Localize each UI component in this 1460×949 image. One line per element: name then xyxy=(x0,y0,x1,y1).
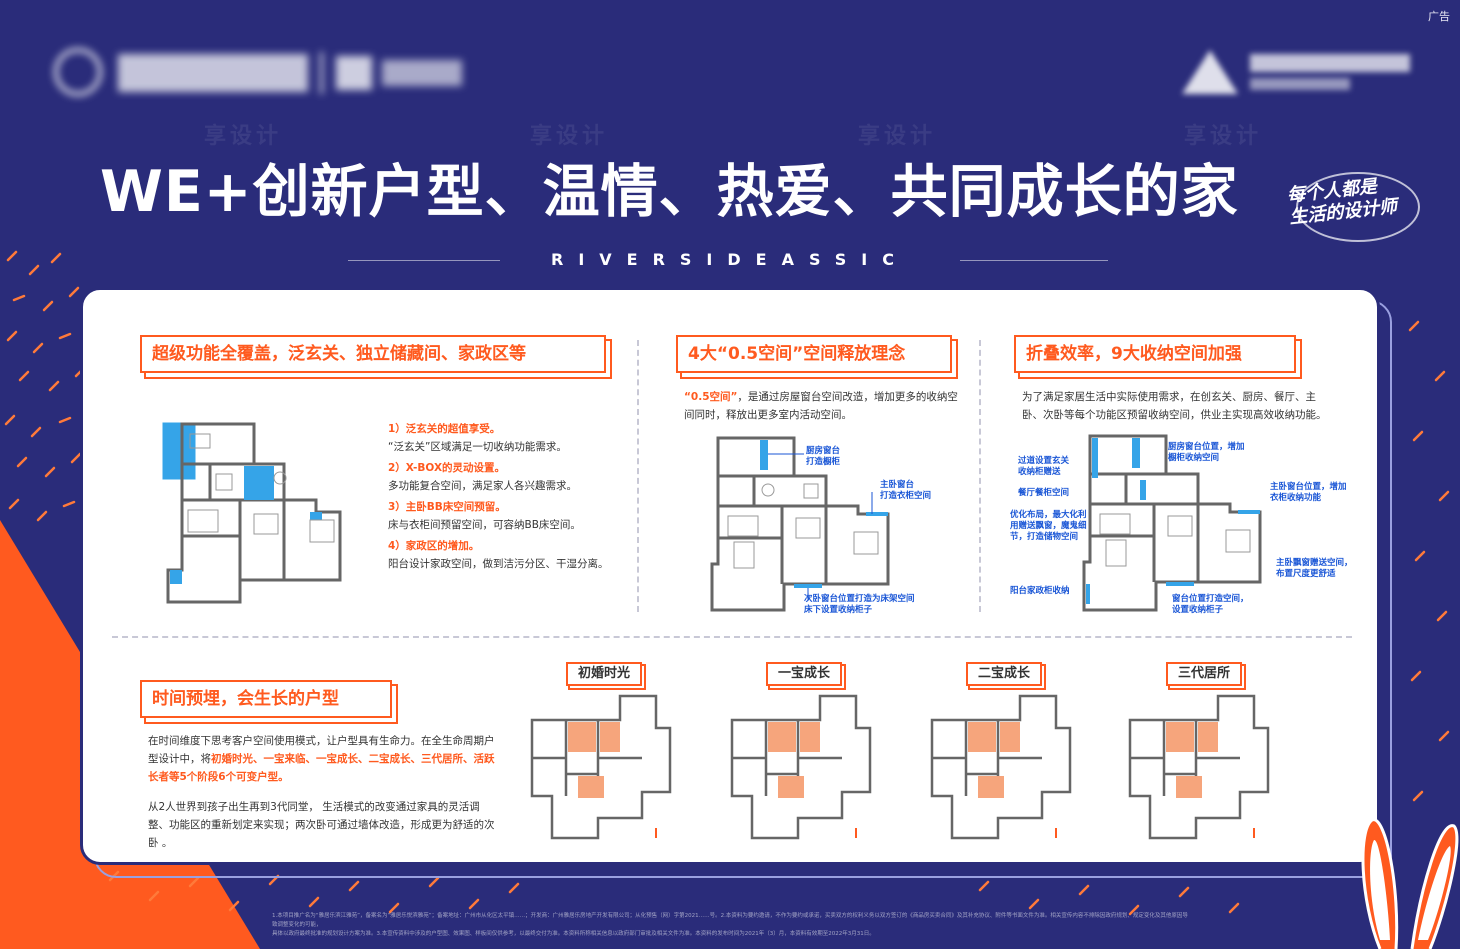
callout-line: 衣柜收纳功能 xyxy=(1270,493,1322,503)
stage-plan-4 xyxy=(1128,694,1270,840)
growing-para-1: 在时间维度下思考客户空间使用模式，让户型具有生命力。在全生命周期户型设计中，将初… xyxy=(148,732,496,786)
dash-pattern-left xyxy=(4,250,86,522)
dash-pattern-bottom-right xyxy=(978,880,1240,916)
section-title-half-space: 4大“0.5空间”空间释放理念 xyxy=(676,335,952,373)
dash-pattern-bottom xyxy=(108,870,520,914)
divider xyxy=(112,636,1352,638)
slogan-ring xyxy=(1296,172,1420,242)
divider xyxy=(637,340,639,612)
callout-line: 主卧窗台 xyxy=(880,480,915,490)
point-body: 阳台设计家政空间，做到洁污分区、干湿分离。 xyxy=(388,558,609,570)
intro-highlight: “0.5空间” xyxy=(684,391,738,403)
callout-line: 打造橱柜 xyxy=(806,457,841,467)
stage-plan-1 xyxy=(530,694,672,840)
callout-line: 用赠送飘窗，魔鬼细 xyxy=(1010,521,1087,531)
point-title: 1）泛玄关的超值享受。 xyxy=(388,423,501,435)
para-text: 在时间维度下思考客户空间使用模式，让户型具有生命力。在全生命周期户型设计中，将 xyxy=(148,735,495,765)
disclaimer-line: 1.本项目推广名为“雅居乐滨江雅苑”，备案名为“雅居乐悦滨雅苑”；备案地址：广州… xyxy=(272,913,1188,928)
watermark: 享设计 xyxy=(1184,124,1263,149)
callout-line: 厨房窗台位置，增加 xyxy=(1168,442,1245,452)
watermark: 享设计 xyxy=(530,124,609,149)
stage-label: 二宝成长 xyxy=(966,662,1042,686)
function-points: 1）泛玄关的超值享受。 “泛玄关”区域满足一切收纳功能需求。 2）X-BOX的灵… xyxy=(388,420,628,573)
dash-pattern-right xyxy=(1408,320,1450,802)
callout: 主卧窗台位置，增加 衣柜收纳功能 xyxy=(1270,482,1347,504)
point-body: 多功能复合空间，满足家人各兴趣需求。 xyxy=(388,480,577,492)
page-title: WE+创新户型、温情、热爱、共同成长的家 xyxy=(100,159,1239,225)
disclaimer-line: 具体以政府最终批准的规划设计方案为准。3.本宣传资料中涉及的户型图、效果图、样板… xyxy=(272,931,875,937)
callout-line: 优化布局，最大化利 xyxy=(1010,510,1087,520)
callout-line: 窗台位置打造空间， xyxy=(1172,594,1249,604)
stage-label: 初婚时光 xyxy=(566,662,642,686)
stage-label: 一宝成长 xyxy=(766,662,842,686)
half-space-intro: “0.5空间”，是通过房屋窗台空间改造，增加更多的收纳空间同时，释放出更多室内活… xyxy=(684,388,966,424)
callout-line: 主卧窗台位置，增加 xyxy=(1270,482,1347,492)
callout: 过道设置玄关 收纳柜赠送 xyxy=(1018,456,1069,478)
watermark: 享设计 xyxy=(858,124,937,149)
callout-line: 打造衣柜空间 xyxy=(880,491,932,501)
point-body: “泛玄关”区域满足一切收纳功能需求。 xyxy=(388,441,567,453)
growing-para-2: 从2人世界到孩子出生再到3代同堂， 生活模式的改变通过家具的灵活调整、功能区的重… xyxy=(148,801,495,849)
intro-text: ，是通过房屋窗台空间改造，增加更多的收纳空间同时，释放出更多室内活动空间。 xyxy=(684,391,958,421)
callout-line: 设置收纳柜子 xyxy=(1172,605,1224,615)
developer-logo-left xyxy=(54,48,462,96)
watermark: 享设计 xyxy=(204,124,283,149)
callout: 阳台家政柜收纳 xyxy=(1010,586,1070,597)
legal-disclaimer: 1.本项目推广名为“雅居乐滨江雅苑”，备案名为“雅居乐悦滨雅苑”；备案地址：广州… xyxy=(272,912,1192,939)
callout-line: 收纳柜赠送 xyxy=(1018,467,1061,477)
stage-plan-2 xyxy=(730,694,872,840)
callout: 次卧窗台位置打造为床架空间 床下设置收纳柜子 xyxy=(804,594,915,616)
bunny-ears-decor xyxy=(1361,818,1459,949)
divider xyxy=(979,340,981,612)
callout-line: 阳台家政柜收纳 xyxy=(1010,586,1070,596)
callout: 厨房窗台位置，增加 橱柜收纳空间 xyxy=(1168,442,1245,464)
callout-line: 床下设置收纳柜子 xyxy=(804,605,873,615)
callout-line: 次卧窗台位置打造为床架空间 xyxy=(804,594,915,604)
section-title-storage: 折叠效率，9大收纳空间加强 xyxy=(1014,335,1296,373)
callout: 主卧窗台 打造衣柜空间 xyxy=(880,480,931,502)
callout-line: 节，打造储物空间 xyxy=(1010,532,1079,542)
point-title: 3）主卧BB床空间预留。 xyxy=(388,501,506,513)
callout-line: 厨房窗台 xyxy=(806,446,841,456)
callout: 窗台位置打造空间， 设置收纳柜子 xyxy=(1172,594,1249,616)
point-title: 4）家政区的增加。 xyxy=(388,540,480,552)
subtitle: RIVERSIDEASSIC xyxy=(500,250,960,269)
point-title: 2）X-BOX的灵动设置。 xyxy=(388,462,506,474)
ad-tag: 广告 xyxy=(1428,10,1450,23)
callout-line: 橱柜收纳空间 xyxy=(1168,453,1220,463)
callout: 厨房窗台 打造橱柜 xyxy=(806,446,840,468)
stage-plan-3 xyxy=(930,694,1072,840)
floor-plan-3 xyxy=(1082,434,1262,612)
callout-line: 过道设置玄关 xyxy=(1018,456,1070,466)
floor-plan-1 xyxy=(162,422,342,604)
storage-intro: 为了满足家居生活中实际使用需求，在创玄关、厨房、餐厅、主卧、次卧等每个功能区预留… xyxy=(1022,391,1327,421)
section-title-growing: 时间预埋，会生长的户型 xyxy=(140,680,392,718)
callout-line: 餐厅餐柜空间 xyxy=(1018,488,1070,498)
callout: 主卧飘窗赠送空间， 布置尺度更舒适 xyxy=(1276,558,1353,580)
callout: 优化布局，最大化利 用赠送飘窗，魔鬼细 节，打造储物空间 xyxy=(1010,510,1087,543)
callout-line: 主卧飘窗赠送空间， xyxy=(1276,558,1353,568)
section-title-functions: 超级功能全覆盖，泛玄关、独立储藏间、家政区等 xyxy=(140,335,606,373)
para-highlight: 初婚时光、一宝来临、一宝成长、二宝成长、三代居所、活跃长者等5个阶段6个可变户型… xyxy=(148,753,495,783)
stage-label: 三代居所 xyxy=(1166,662,1242,686)
floor-plan-2 xyxy=(710,436,890,612)
agile-property-logo xyxy=(1182,50,1410,94)
callout-line: 布置尺度更舒适 xyxy=(1276,569,1336,579)
callout: 餐厅餐柜空间 xyxy=(1018,488,1069,499)
point-body: 床与衣柜间预留空间，可容纳BB床空间。 xyxy=(388,519,581,531)
